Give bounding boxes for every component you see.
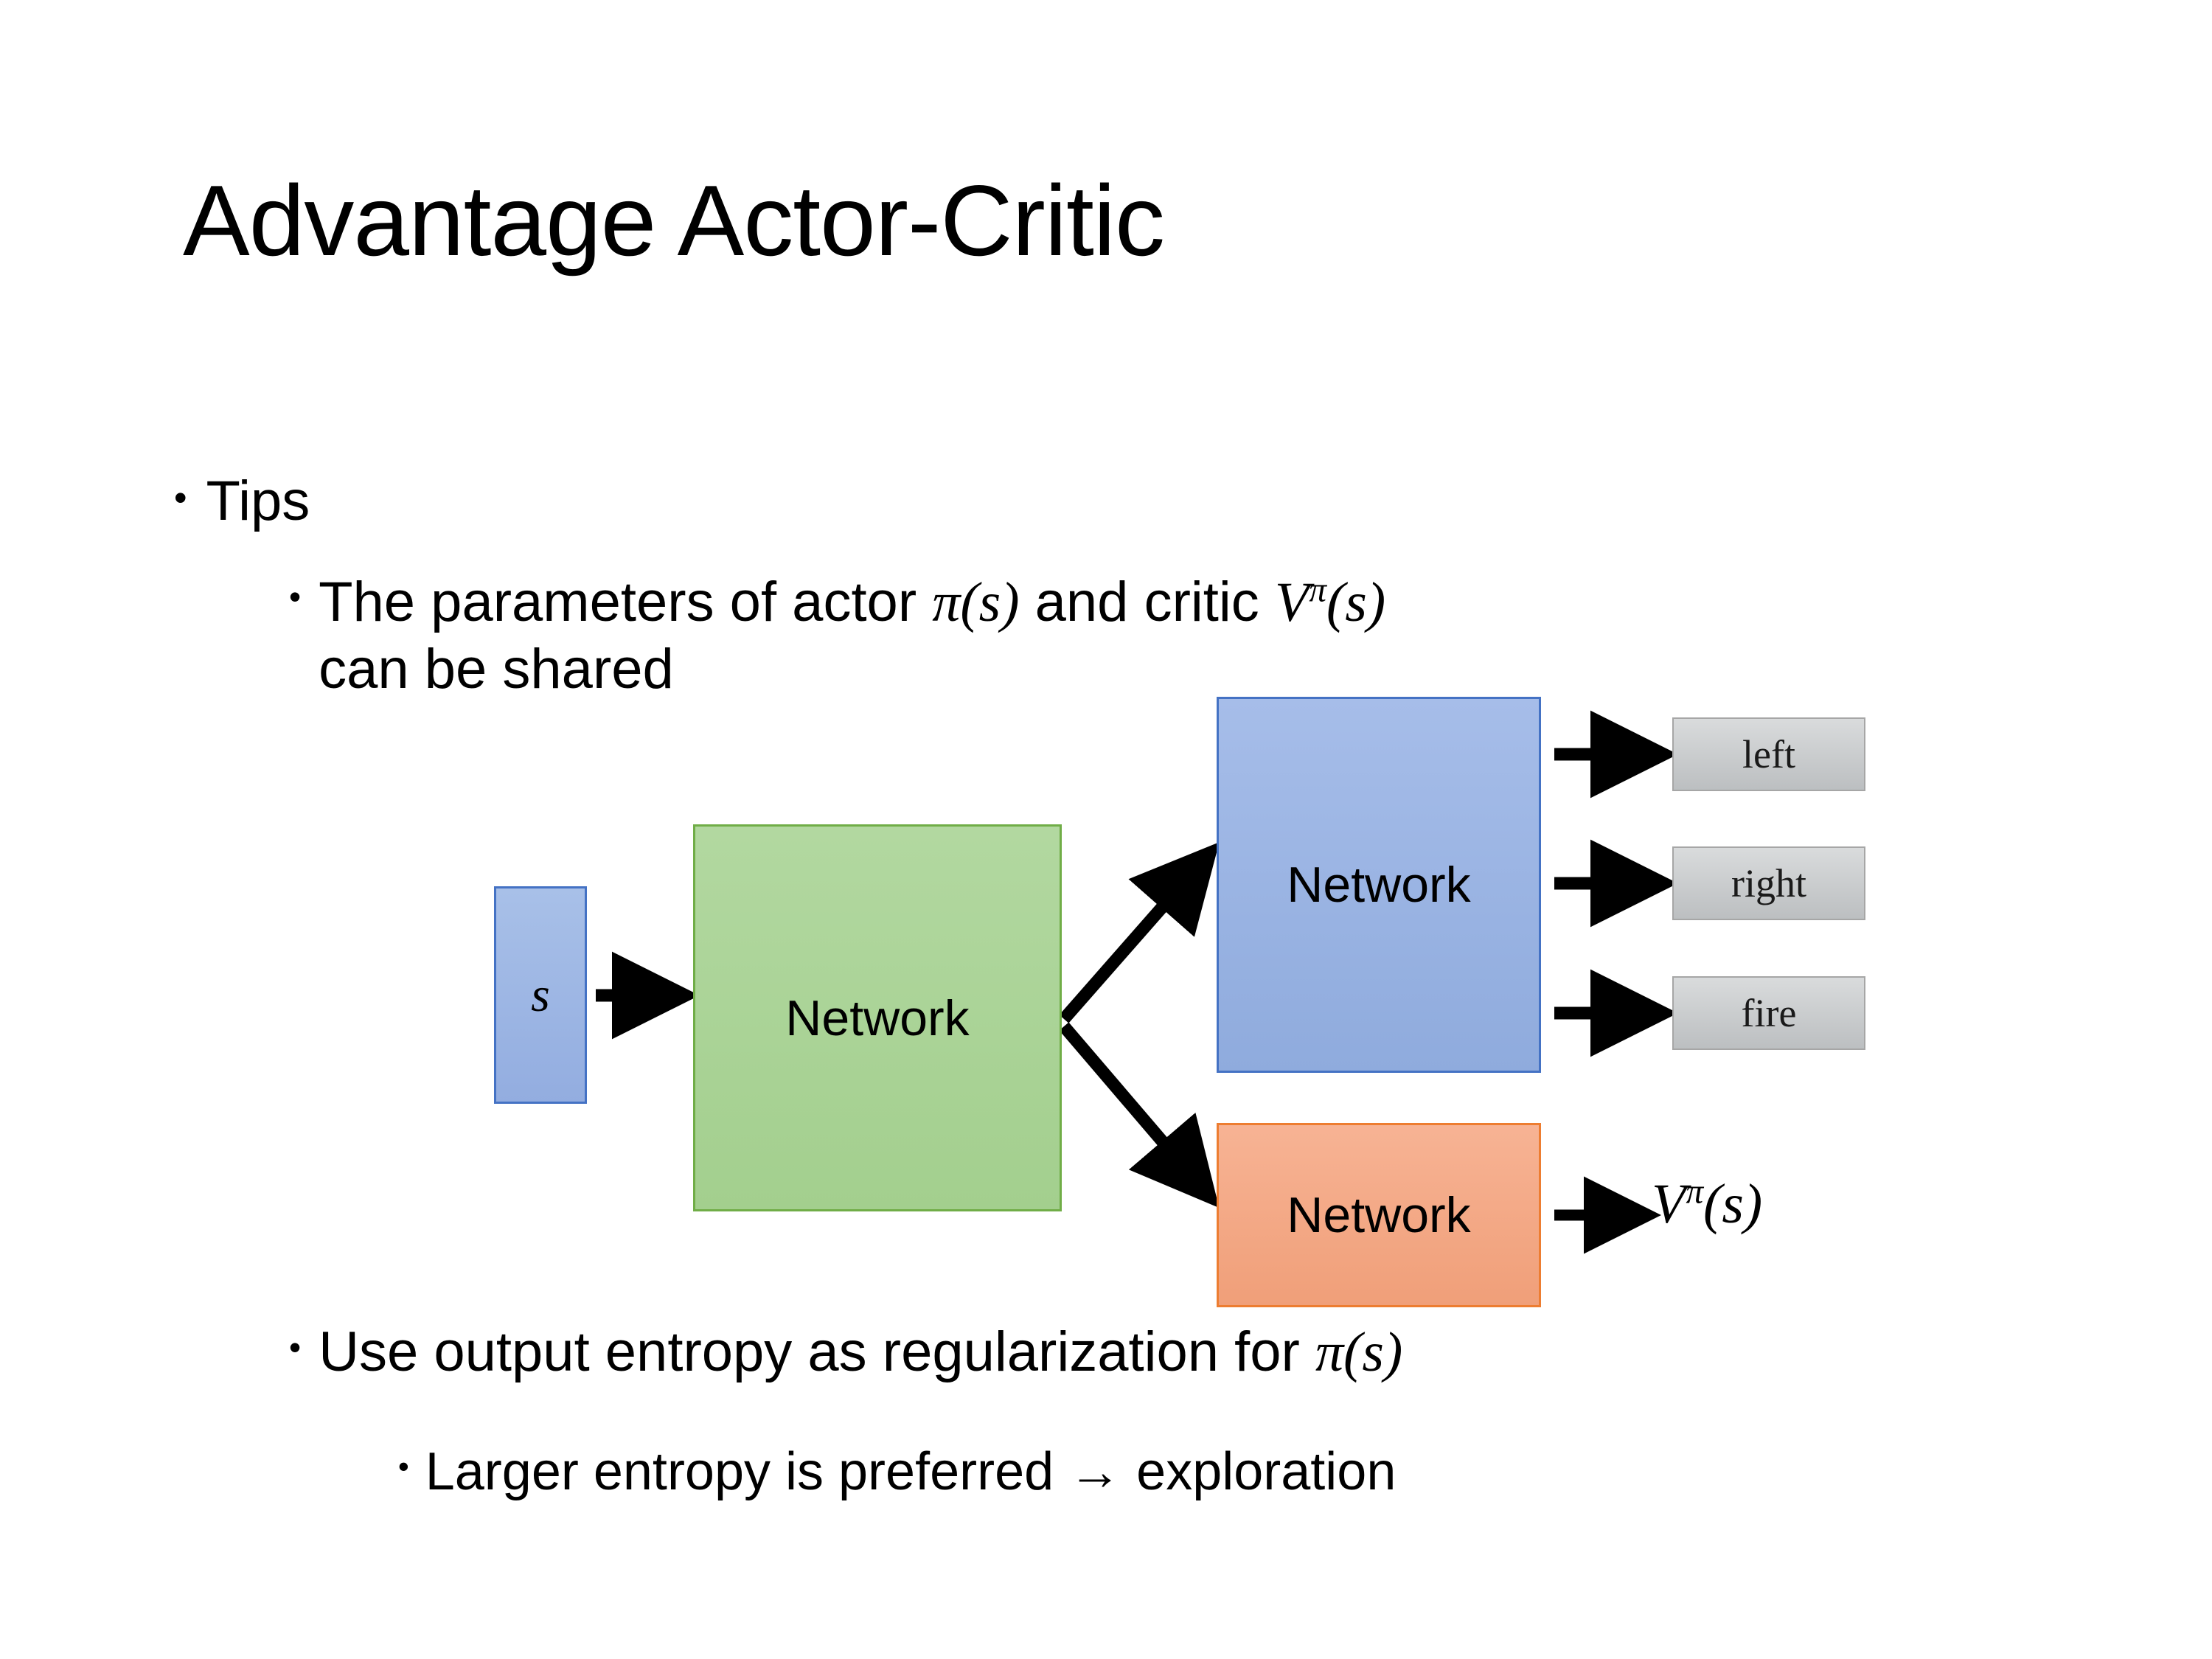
math-s-glyph: s: [1362, 1321, 1384, 1383]
bullet-tips-label: Tips: [206, 470, 310, 532]
bullet-entropy-label: Use output entropy as regularization for…: [319, 1320, 1402, 1385]
node-shared-network[interactable]: Network: [693, 824, 1062, 1211]
critic-output-base: V: [1652, 1173, 1686, 1235]
page-title: Advantage Actor-Critic: [183, 164, 1165, 276]
math-v-pi-of-s-inline: Vπ(s): [1274, 571, 1386, 633]
math-v-glyph: V: [1274, 571, 1310, 633]
action-box-left-label: left: [1742, 732, 1795, 776]
critic-output-superscript: π: [1686, 1172, 1704, 1211]
math-pi-glyph: π: [932, 571, 961, 633]
math-pi-superscript: π: [1309, 571, 1326, 610]
action-box-left[interactable]: left: [1672, 717, 1865, 791]
node-shared-network-label: Network: [785, 990, 970, 1046]
math-s-glyph: s: [978, 571, 1001, 633]
bullet-tips: • Tips: [174, 469, 310, 533]
bullet-marker-icon: •: [174, 477, 187, 518]
bullet-marker-icon: •: [398, 1449, 409, 1484]
arrow-shared-to-critic: [1059, 1022, 1220, 1208]
node-state-input[interactable]: s: [494, 886, 587, 1104]
node-actor-network-label: Network: [1287, 857, 1471, 913]
shared-params-text-3: can be shared: [319, 637, 674, 700]
bullet-shared-params: • The parameters of actor π(s) and criti…: [289, 569, 1801, 702]
node-actor-network[interactable]: Network: [1217, 697, 1541, 1073]
bullet-shared-params-label: The parameters of actor π(s) and critic …: [319, 569, 1801, 702]
action-box-fire[interactable]: fire: [1672, 976, 1865, 1050]
shared-params-text-2: and critic: [1019, 571, 1275, 633]
critic-output-argument: (s): [1703, 1173, 1763, 1235]
bullet-exploration-label: Larger entropy is preferred → exploratio…: [425, 1442, 1397, 1501]
bullet-marker-icon: •: [289, 1328, 302, 1366]
entropy-text-1: Use output entropy as regularization for: [319, 1321, 1315, 1383]
action-box-fire-label: fire: [1741, 991, 1797, 1035]
action-box-right-label: right: [1731, 861, 1806, 905]
bullet-marker-icon: •: [289, 577, 302, 616]
math-pi-of-s-inline: π(s): [932, 571, 1020, 633]
bullet-exploration: • Larger entropy is preferred → explorat…: [398, 1441, 1396, 1502]
node-state-label: s: [531, 967, 550, 1022]
action-box-right[interactable]: right: [1672, 846, 1865, 920]
node-critic-network[interactable]: Network: [1217, 1123, 1541, 1307]
math-pi-glyph: π: [1315, 1321, 1344, 1383]
node-critic-network-label: Network: [1287, 1187, 1471, 1243]
shared-params-text-1: The parameters of actor: [319, 571, 933, 633]
math-pi-of-s-inline: π(s): [1315, 1321, 1403, 1383]
math-s-glyph: s: [1345, 571, 1367, 633]
critic-value-output-label: Vπ(s): [1652, 1172, 1762, 1237]
arrow-shared-to-actor: [1059, 842, 1220, 1023]
bullet-entropy-regularization: • Use output entropy as regularization f…: [289, 1320, 1402, 1385]
